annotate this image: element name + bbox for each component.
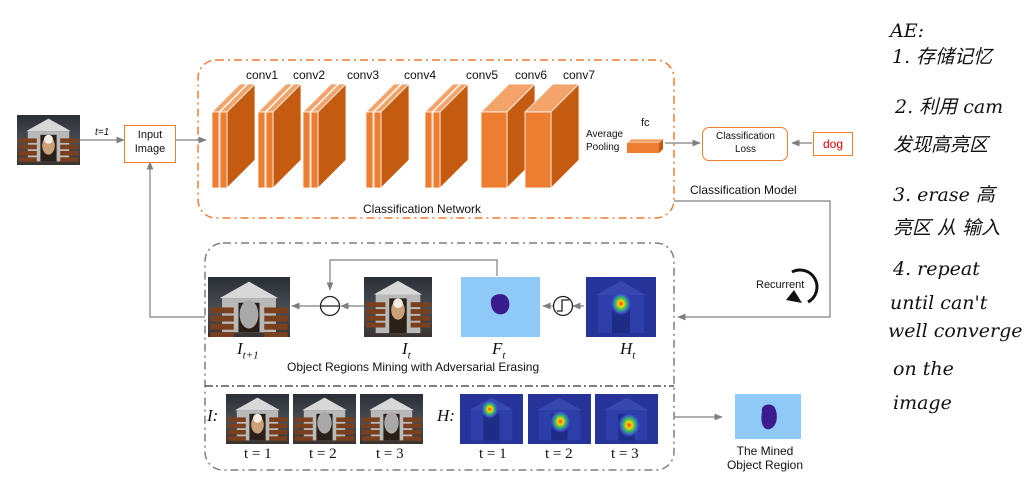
- note-line-10: on the: [893, 358, 954, 380]
- conv-label-3: conv3: [347, 68, 380, 82]
- label-H-t-sub: t: [632, 349, 636, 362]
- conv-label-2: conv2: [293, 68, 326, 82]
- step-label-I-1: t = 1: [244, 446, 272, 462]
- arrow-model-to-mining: [674, 200, 831, 321]
- threshold-step-icon: [552, 295, 574, 317]
- pooling-label: Average Pooling: [586, 129, 624, 153]
- label-F-t-sub: t: [502, 349, 506, 362]
- conv-slab-4-2: [373, 83, 410, 189]
- note-line-11: image: [893, 392, 952, 414]
- note-line-3: 2. 利用 cam: [895, 96, 1004, 118]
- input-dog-image: [17, 115, 80, 165]
- conv-label-5: conv5: [466, 68, 499, 82]
- image-group: [17, 115, 801, 444]
- step-label-H-3: t = 3: [611, 446, 639, 462]
- input-image-label: Input Image: [134, 129, 166, 155]
- label-I-t-sub: t: [407, 349, 411, 362]
- label-H-t: Ht: [620, 339, 636, 362]
- mining-box: [204, 242, 675, 471]
- image-I-t: [364, 277, 432, 337]
- label-I-t: It: [402, 339, 411, 362]
- classification-loss-label: Classification Loss: [716, 131, 775, 155]
- note-line-7: 4. repeat: [893, 258, 980, 280]
- conv-label-6: conv6: [515, 68, 548, 82]
- conv-slab-3-2: [310, 83, 347, 189]
- note-line-9: well converge: [888, 320, 1023, 342]
- note-line-4: 发现高亮区: [893, 134, 989, 156]
- classification-model-label: Classification Model: [690, 183, 797, 197]
- classification-loss-box: [702, 127, 788, 161]
- label-F-t: Ft: [492, 339, 506, 362]
- mined-object-region: [735, 394, 801, 439]
- erase-operator-icon: [319, 295, 341, 317]
- bottom-I-t1: [226, 394, 289, 444]
- recurrent-icon: [786, 268, 819, 304]
- note-line-6: 亮区 从 输入: [893, 217, 1001, 239]
- bottom-I-label: I:: [207, 406, 219, 425]
- arrow-loop-to-input: [146, 161, 205, 318]
- t1-label: t=1: [95, 127, 110, 138]
- label-I-next-sub: t+1: [242, 349, 259, 362]
- conv-slab-7-1: [524, 83, 580, 189]
- fc-layer: [626, 138, 664, 153]
- conv-label-7: conv7: [563, 68, 596, 82]
- input-image-box: [124, 125, 176, 163]
- image-H-t: [586, 277, 656, 337]
- conv-label-4: conv4: [404, 68, 437, 82]
- bottom-H-t2: [528, 394, 591, 444]
- network-box: [197, 59, 675, 219]
- bottom-H-label: H:: [437, 406, 455, 425]
- note-line-2: 1. 存储记忆: [892, 46, 993, 68]
- arrow-F-to-erase: [326, 259, 498, 291]
- dog-target-label: dog: [822, 137, 844, 151]
- step-label-H-1: t = 1: [479, 446, 507, 462]
- mined-region-label: The Mined Object Region: [726, 444, 804, 472]
- recurrent-label: Recurrent: [756, 279, 805, 291]
- note-line-1: AE:: [890, 20, 924, 42]
- step-label-I-2: t = 2: [309, 446, 337, 462]
- conv-slab-5-2: [432, 83, 469, 189]
- conv-layers: [211, 83, 580, 189]
- note-line-5: 3. erase 高: [893, 184, 995, 206]
- conv-label-1: conv1: [246, 68, 279, 82]
- network-title: Classification Network: [363, 202, 482, 216]
- bottom-H-t1: [460, 394, 523, 444]
- label-I-next: It+1: [237, 339, 259, 362]
- step-label-I-3: t = 3: [376, 446, 404, 462]
- image-F-t-mask: [461, 277, 540, 337]
- bottom-I-t3: [360, 394, 423, 444]
- dog-target-box: [813, 132, 853, 156]
- mining-title: Object Regions Mining with Adversarial E…: [287, 360, 540, 374]
- conv-slab-2-2: [265, 83, 302, 189]
- note-line-8: until can't: [890, 292, 988, 314]
- image-I-next: [208, 277, 290, 337]
- conv-slab-1-2: [219, 83, 256, 189]
- step-label-H-2: t = 2: [545, 446, 573, 462]
- fc-label: fc: [641, 117, 650, 129]
- bottom-H-t3: [595, 394, 658, 444]
- bottom-I-t2: [293, 394, 356, 444]
